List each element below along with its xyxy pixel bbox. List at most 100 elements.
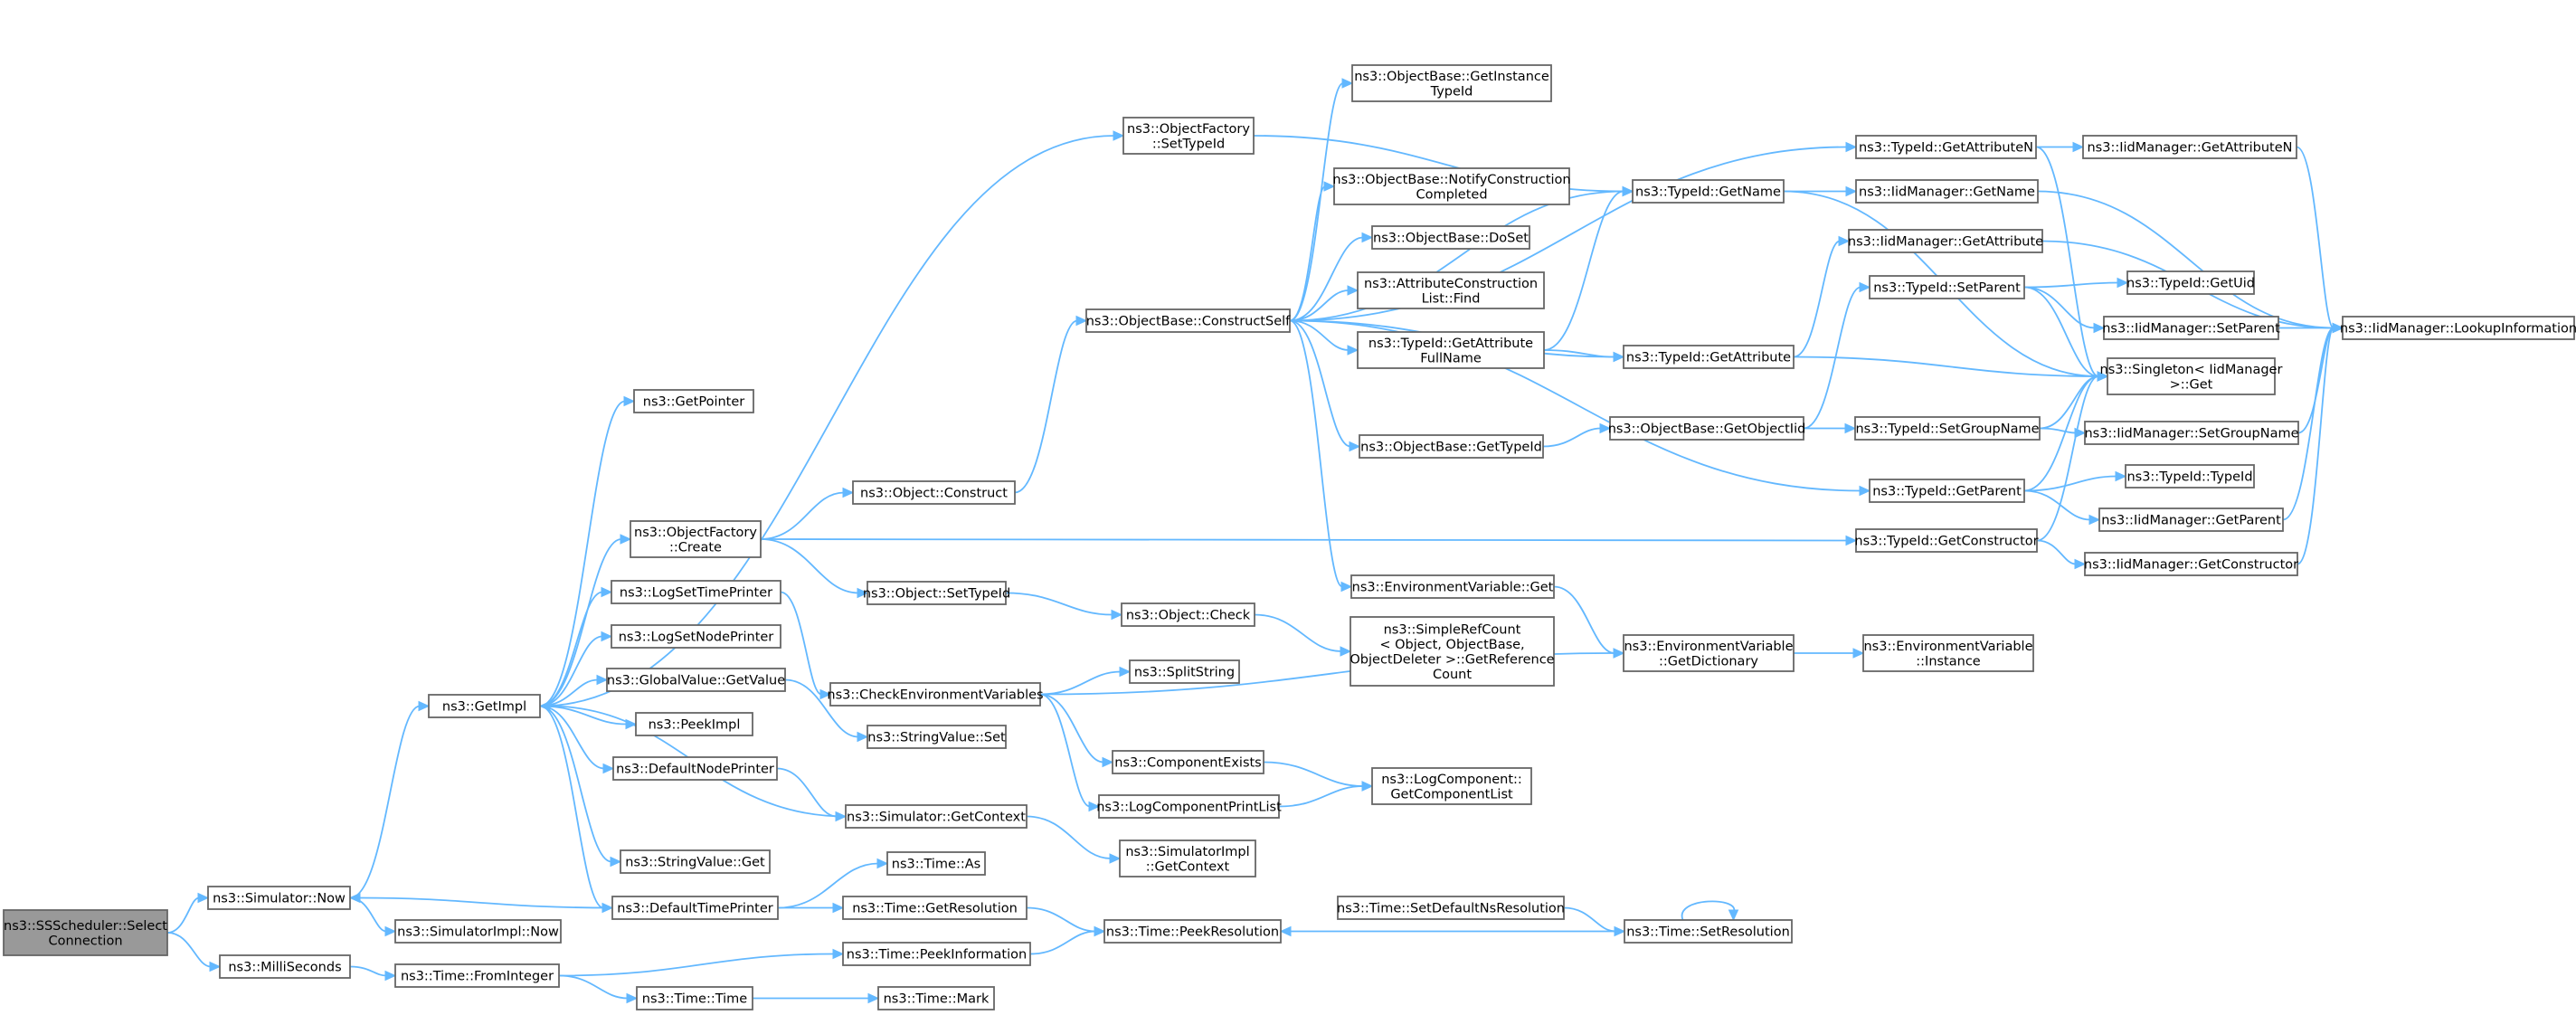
node-logcompprint[interactable]: ns3::LogComponentPrintList	[1096, 794, 1282, 819]
node-label: ns3::TypeId::GetAttribute	[1626, 351, 1791, 365]
node-fromint[interactable]: ns3::Time::FromInteger	[394, 963, 560, 988]
node-box	[1854, 416, 2041, 441]
edge-line	[1289, 319, 1343, 588]
node-ob-doset[interactable]: ns3::ObjectBase::DoSet	[1371, 225, 1530, 250]
node-iid-getattrn[interactable]: ns3::IidManager::GetAttributeN	[2082, 135, 2297, 159]
node-time-as[interactable]: ns3::Time::As	[886, 851, 986, 876]
node-splitstring[interactable]: ns3::SplitString	[1129, 659, 1240, 684]
node-peekimpl[interactable]: ns3::PeekImpl	[635, 712, 753, 736]
node-tid-getattrn[interactable]: ns3::TypeId::GetAttributeN	[1855, 135, 2037, 159]
node-sim-now[interactable]: ns3::Simulator::Now	[207, 886, 351, 910]
node-ob-constructself[interactable]: ns3::ObjectBase::ConstructSelf	[1085, 308, 1291, 333]
node-defnodeprinter[interactable]: ns3::DefaultNodePrinter	[612, 756, 778, 781]
edge-arrowhead	[2115, 470, 2127, 482]
node-time-getres[interactable]: ns3::Time::GetResolution	[842, 896, 1028, 920]
edge-line	[1793, 240, 1841, 358]
edge-line	[349, 965, 387, 977]
node-sv-get[interactable]: ns3::StringValue::Get	[620, 849, 771, 874]
node-env-get[interactable]: ns3::EnvironmentVariable::Get	[1350, 574, 1555, 599]
node-label: >::Get	[2170, 377, 2213, 392]
edge-tid-getattrn-to-iid-getattrn	[2035, 141, 2085, 153]
edge-arrowhead	[596, 674, 609, 686]
node-box	[1357, 331, 1545, 369]
node-iid-getattr[interactable]: ns3::IidManager::GetAttribute	[1848, 229, 2043, 253]
edge-line	[777, 862, 879, 909]
edge-tid-getattrfull-to-tid-getattr	[1543, 349, 1625, 363]
node-label: ns3::ObjectFactory	[1127, 122, 1250, 137]
edge-tid-getattrfull-to-tid-getname	[1543, 185, 1634, 351]
edge-line	[2297, 327, 2334, 434]
edge-line	[2039, 427, 2077, 434]
node-simimpl-getctx[interactable]: ns3::SimulatorImpl::GetContext	[1119, 840, 1256, 877]
node-time-peekres[interactable]: ns3::Time::PeekResolution	[1103, 919, 1282, 944]
node-time-setres[interactable]: ns3::Time::SetResolution	[1624, 919, 1793, 944]
node-getpointer[interactable]: ns3::GetPointer	[633, 389, 754, 413]
node-tid-getuid[interactable]: ns3::TypeId::GetUid	[2126, 270, 2255, 295]
node-iid-lookup[interactable]: ns3::IidManager::LookupInformation	[2340, 316, 2576, 340]
node-obj-construct[interactable]: ns3::Object::Construct	[852, 480, 1016, 505]
node-objfac-settypeid[interactable]: ns3::ObjectFactory::SetTypeId	[1122, 117, 1255, 155]
node-tid-setgroup[interactable]: ns3::TypeId::SetGroupName	[1854, 416, 2041, 441]
edge-sim-getcontext-to-simimpl-getctx	[1026, 815, 1122, 864]
node-iid-setgroup[interactable]: ns3::IidManager::SetGroupName	[2084, 421, 2299, 445]
edge-arrowhead	[2093, 322, 2106, 334]
edge-arrowhead	[1347, 285, 1359, 296]
node-box	[3, 909, 168, 956]
edge-line	[1005, 592, 1113, 616]
node-obj-settypeid[interactable]: ns3::Object::SetTypeId	[863, 581, 1010, 605]
edge-arrowhead	[2097, 371, 2109, 382]
node-time-time[interactable]: ns3::Time::Time	[636, 986, 753, 1010]
edge-arrowhead	[538, 700, 551, 712]
node-sv-set[interactable]: ns3::StringValue::Set	[867, 725, 1007, 749]
node-simplerefcount[interactable]: ns3::SimpleRefCount< Object, ObjectBase,…	[1350, 616, 1555, 687]
node-label: ns3::Time::PeekResolution	[1106, 925, 1279, 940]
node-sim-getcontext[interactable]: ns3::Simulator::GetContext	[845, 804, 1028, 829]
node-logcomp-getlist[interactable]: ns3::LogComponent::GetComponentList	[1371, 767, 1532, 805]
node-iid-getname[interactable]: ns3::IidManager::GetName	[1855, 179, 2039, 204]
edge-line	[1039, 670, 1122, 696]
node-compexists[interactable]: ns3::ComponentExists	[1112, 750, 1264, 774]
node-tid-getattr[interactable]: ns3::TypeId::GetAttribute	[1623, 345, 1795, 369]
node-obj-check[interactable]: ns3::Object::Check	[1121, 602, 1255, 627]
node-simimpl-now[interactable]: ns3::SimulatorImpl::Now	[394, 919, 562, 944]
node-checkenv[interactable]: ns3::CheckEnvironmentVariables	[827, 682, 1044, 707]
node-logsetnode[interactable]: ns3::LogSetNodePrinter	[611, 624, 781, 649]
node-tid-setparent[interactable]: ns3::TypeId::SetParent	[1869, 275, 2025, 299]
node-millis[interactable]: ns3::MilliSeconds	[219, 954, 351, 979]
node-label: ns3::TypeId::GetName	[1635, 185, 1781, 200]
node-ob-notify[interactable]: ns3::ObjectBase::NotifyConstructionCompl…	[1332, 167, 1571, 205]
node-objfac-create[interactable]: ns3::ObjectFactory::Create	[630, 520, 762, 558]
node-iid-setparent[interactable]: ns3::IidManager::SetParent	[2102, 316, 2280, 340]
node-label: ns3::GetPointer	[643, 395, 745, 410]
node-ob-getobjectiid[interactable]: ns3::ObjectBase::GetObjectIid	[1608, 416, 1806, 441]
node-logsettime[interactable]: ns3::LogSetTimePrinter	[611, 580, 781, 604]
node-time-mark[interactable]: ns3::Time::Mark	[877, 986, 995, 1010]
edge-arrowhead	[418, 700, 431, 712]
node-env-instance[interactable]: ns3::EnvironmentVariable::Instance	[1862, 634, 2034, 672]
node-tid-getparent[interactable]: ns3::TypeId::GetParent	[1869, 479, 2025, 503]
node-box	[2082, 135, 2297, 159]
node-label: ObjectDeleter >::GetReference	[1350, 652, 1554, 667]
node-getimpl[interactable]: ns3::GetImpl	[428, 694, 541, 718]
node-tid-getname[interactable]: ns3::TypeId::GetName	[1632, 179, 1785, 204]
node-tid-getctor[interactable]: ns3::TypeId::GetConstructor	[1854, 528, 2039, 553]
node-time-setdefns[interactable]: ns3::Time::SetDefaultNsResolution	[1337, 896, 1565, 920]
node-iid-getctor[interactable]: ns3::IidManager::GetConstructor	[2084, 552, 2298, 576]
node-box	[1350, 616, 1555, 687]
node-iid-getparent[interactable]: ns3::IidManager::GetParent	[2098, 508, 2284, 532]
node-box	[2103, 316, 2279, 340]
node-singleton-get[interactable]: ns3::Singleton< IidManager >::Get	[2100, 357, 2283, 395]
node-deftimeprinter[interactable]: ns3::DefaultTimePrinter	[611, 896, 779, 920]
node-label: ::GetDictionary	[1659, 654, 1758, 669]
node-tid-typeid[interactable]: ns3::TypeId::TypeId	[2125, 464, 2255, 489]
node-ob-gettypeid[interactable]: ns3::ObjectBase::GetTypeId	[1359, 434, 1544, 459]
edge-obj-construct-to-ob-constructself	[1014, 315, 1088, 494]
node-label: ns3::EnvironmentVariable	[1624, 640, 1793, 654]
node-gv-getvalue[interactable]: ns3::GlobalValue::GetValue	[606, 668, 786, 692]
node-time-peekinfo[interactable]: ns3::Time::PeekInformation	[842, 942, 1031, 966]
node-env-getdict[interactable]: ns3::EnvironmentVariable::GetDictionary	[1623, 634, 1795, 672]
